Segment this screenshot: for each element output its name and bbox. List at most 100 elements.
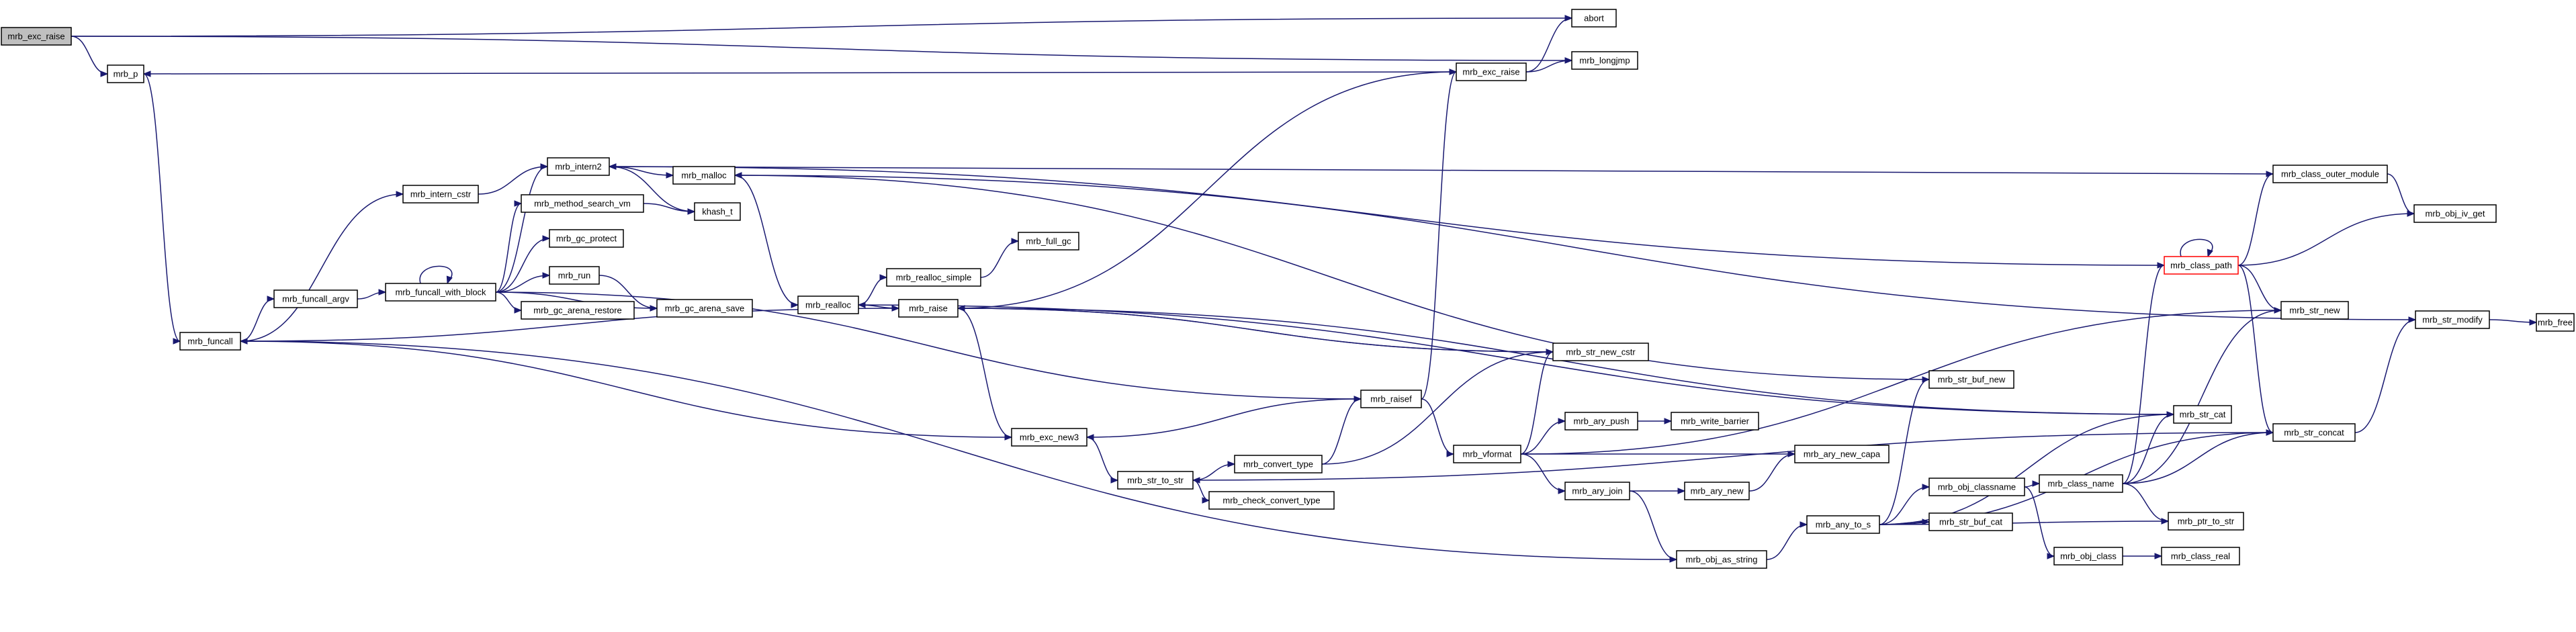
node-box[interactable]	[2536, 313, 2575, 332]
node-mrb-str-new-cstr[interactable]: mrb_str_new_cstr	[1552, 343, 1649, 361]
node-mrb-str-cat[interactable]: mrb_str_cat	[2173, 405, 2232, 424]
node-box[interactable]	[549, 266, 600, 285]
node-mrb-obj-class[interactable]: mrb_obj_class	[2053, 547, 2123, 566]
node-mrb-run[interactable]: mrb_run	[549, 266, 600, 285]
node-box[interactable]	[1564, 412, 1638, 431]
node-box[interactable]	[1453, 445, 1521, 463]
node-box[interactable]	[107, 64, 144, 83]
node-mrb-intern2[interactable]: mrb_intern2	[547, 157, 610, 176]
node-mrb-funcall[interactable]: mrb_funcall	[179, 332, 241, 351]
node-box[interactable]	[1208, 491, 1335, 510]
node-mrb-gc-arena-restore[interactable]: mrb_gc_arena_restore	[521, 301, 635, 320]
node-mrb-class-path[interactable]: mrb_class_path	[2164, 256, 2239, 275]
node-box[interactable]	[1117, 471, 1194, 490]
node-box[interactable]	[886, 268, 981, 287]
node-mrb-exc-raise-root[interactable]: mrb_exc_raise	[1, 27, 72, 46]
node-mrb-ary-new-capa[interactable]: mrb_ary_new_capa	[1794, 445, 1890, 463]
node-box[interactable]	[2164, 256, 2239, 275]
node-box[interactable]	[1571, 51, 1638, 70]
node-mrb-funcall-argv[interactable]: mrb_funcall_argv	[273, 289, 358, 308]
node-box[interactable]	[694, 202, 741, 221]
node-mrb-funcall-with-block[interactable]: mrb_funcall_with_block	[385, 283, 496, 302]
node-mrb-obj-classname[interactable]: mrb_obj_classname	[1928, 478, 2025, 496]
node-box[interactable]	[521, 194, 644, 213]
node-box[interactable]	[1564, 482, 1630, 500]
node-mrb-ary-push[interactable]: mrb_ary_push	[1564, 412, 1638, 431]
node-box[interactable]	[656, 299, 753, 318]
node-box[interactable]	[402, 185, 479, 204]
node-mrb-str-new[interactable]: mrb_str_new	[2280, 301, 2349, 320]
node-mrb-vformat[interactable]: mrb_vformat	[1453, 445, 1521, 463]
node-box[interactable]	[521, 301, 635, 320]
node-mrb-longjmp[interactable]: mrb_longjmp	[1571, 51, 1638, 70]
node-mrb-str-modify[interactable]: mrb_str_modify	[2415, 310, 2490, 329]
node-box[interactable]	[273, 289, 358, 308]
node-box[interactable]	[1234, 455, 1323, 473]
node-box[interactable]	[179, 332, 241, 351]
node-box[interactable]	[1018, 232, 1079, 251]
node-box[interactable]	[2161, 547, 2240, 566]
node-box[interactable]	[2272, 165, 2388, 183]
node-mrb-full-gc[interactable]: mrb_full_gc	[1018, 232, 1079, 251]
node-mrb-ary-new[interactable]: mrb_ary_new	[1684, 482, 1750, 500]
node-khash-t[interactable]: khash_t	[694, 202, 741, 221]
node-mrb-method-search-vm[interactable]: mrb_method_search_vm	[521, 194, 644, 213]
node-mrb-convert-type[interactable]: mrb_convert_type	[1234, 455, 1323, 473]
node-box[interactable]	[1684, 482, 1750, 500]
node-box[interactable]	[2168, 512, 2244, 531]
node-mrb-any-to-s[interactable]: mrb_any_to_s	[1806, 515, 1880, 534]
node-box[interactable]	[1928, 512, 2013, 531]
node-mrb-exc-new3[interactable]: mrb_exc_new3	[1011, 428, 1087, 447]
node-mrb-realloc-simple[interactable]: mrb_realloc_simple	[886, 268, 981, 287]
node-mrb-check-convert-type[interactable]: mrb_check_convert_type	[1208, 491, 1335, 510]
node-box[interactable]	[1011, 428, 1087, 447]
node-box[interactable]	[1794, 445, 1890, 463]
node-mrb-malloc[interactable]: mrb_malloc	[672, 166, 736, 185]
node-mrb-str-buf-new[interactable]: mrb_str_buf_new	[1928, 370, 2014, 389]
node-box[interactable]	[1671, 412, 1759, 431]
node-mrb-class-outer-module[interactable]: mrb_class_outer_module	[2272, 165, 2388, 183]
node-box[interactable]	[1806, 515, 1880, 534]
node-box[interactable]	[1676, 550, 1767, 569]
node-mrb-class-name[interactable]: mrb_class_name	[2039, 474, 2123, 493]
node-box[interactable]	[2173, 405, 2232, 424]
node-box[interactable]	[1571, 9, 1617, 28]
node-mrb-ptr-to-str[interactable]: mrb_ptr_to_str	[2168, 512, 2244, 531]
node-box[interactable]	[1928, 370, 2014, 389]
node-box[interactable]	[2053, 547, 2123, 566]
node-mrb-realloc[interactable]: mrb_realloc	[797, 296, 859, 314]
node-box[interactable]	[549, 229, 624, 248]
node-mrb-str-buf-cat[interactable]: mrb_str_buf_cat	[1928, 512, 2013, 531]
node-mrb-obj-iv-get[interactable]: mrb_obj_iv_get	[2413, 204, 2497, 223]
node-box[interactable]	[2272, 423, 2356, 442]
node-box[interactable]	[2280, 301, 2349, 320]
node-box[interactable]	[1456, 62, 1527, 81]
node-box[interactable]	[672, 166, 736, 185]
node-mrb-class-real[interactable]: mrb_class_real	[2161, 547, 2240, 566]
node-box[interactable]	[385, 283, 496, 302]
node-mrb-p[interactable]: mrb_p	[107, 64, 144, 83]
node-box[interactable]	[1928, 478, 2025, 496]
node-mrb-str-concat[interactable]: mrb_str_concat	[2272, 423, 2356, 442]
node-mrb-str-to-str[interactable]: mrb_str_to_str	[1117, 471, 1194, 490]
node-mrb-intern-cstr[interactable]: mrb_intern_cstr	[402, 185, 479, 204]
node-mrb-gc-protect[interactable]: mrb_gc_protect	[549, 229, 624, 248]
node-mrb-raisef[interactable]: mrb_raisef	[1360, 390, 1422, 408]
node-box[interactable]	[797, 296, 859, 314]
node-box[interactable]	[1, 27, 72, 46]
node-mrb-obj-as-string[interactable]: mrb_obj_as_string	[1676, 550, 1767, 569]
node-mrb-ary-join[interactable]: mrb_ary_join	[1564, 482, 1630, 500]
node-box[interactable]	[1360, 390, 1422, 408]
node-mrb-gc-arena-save[interactable]: mrb_gc_arena_save	[656, 299, 753, 318]
node-mrb-free[interactable]: mrb_free	[2536, 313, 2575, 332]
node-mrb-write-barrier[interactable]: mrb_write_barrier	[1671, 412, 1759, 431]
node-box[interactable]	[898, 299, 959, 318]
node-box[interactable]	[2413, 204, 2497, 223]
node-mrb-raise[interactable]: mrb_raise	[898, 299, 959, 318]
node-box[interactable]	[2415, 310, 2490, 329]
node-box[interactable]	[1552, 343, 1649, 361]
node-box[interactable]	[547, 157, 610, 176]
node-abort[interactable]: abort	[1571, 9, 1617, 28]
node-mrb-exc-raise[interactable]: mrb_exc_raise	[1456, 62, 1527, 81]
node-box[interactable]	[2039, 474, 2123, 493]
